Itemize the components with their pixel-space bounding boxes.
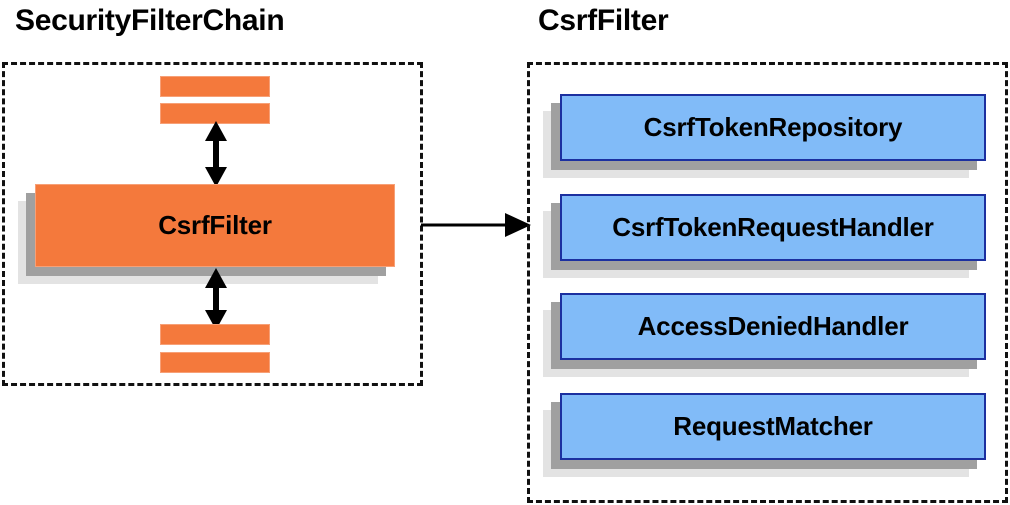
collaborator-node-csrf-token-repository[interactable]: CsrfTokenRepository bbox=[543, 94, 986, 178]
collaborator-label: CsrfTokenRepository bbox=[643, 112, 903, 142]
double-arrow-below-icon bbox=[205, 268, 227, 330]
csrf-filter-collaborators-panel bbox=[527, 62, 1008, 503]
csrf-filter-node-label: CsrfFilter bbox=[158, 210, 272, 240]
left-panel-title: SecurityFilterChain bbox=[15, 4, 285, 37]
filter-bar-above-1 bbox=[160, 76, 270, 97]
collaborator-label: CsrfTokenRequestHandler bbox=[612, 212, 934, 242]
node-face: CsrfTokenRepository bbox=[560, 94, 986, 161]
cross-panel-arrow-icon bbox=[421, 213, 531, 237]
right-panel-title: CsrfFilter bbox=[538, 4, 669, 37]
filter-bar-below-1 bbox=[160, 324, 270, 345]
node-face: CsrfTokenRequestHandler bbox=[560, 194, 986, 261]
collaborator-label: AccessDeniedHandler bbox=[637, 311, 909, 341]
node-face: AccessDeniedHandler bbox=[560, 293, 986, 360]
double-arrow-above-icon bbox=[205, 121, 227, 187]
node-face: CsrfFilter bbox=[35, 184, 395, 267]
filter-bar-below-2 bbox=[160, 352, 270, 373]
collaborator-node-csrf-token-request-handler[interactable]: CsrfTokenRequestHandler bbox=[543, 194, 986, 278]
collaborator-label: RequestMatcher bbox=[673, 411, 873, 441]
node-face: RequestMatcher bbox=[560, 393, 986, 460]
csrf-filter-node[interactable]: CsrfFilter bbox=[18, 184, 395, 284]
collaborator-node-request-matcher[interactable]: RequestMatcher bbox=[543, 393, 986, 477]
collaborator-node-access-denied-handler[interactable]: AccessDeniedHandler bbox=[543, 293, 986, 377]
